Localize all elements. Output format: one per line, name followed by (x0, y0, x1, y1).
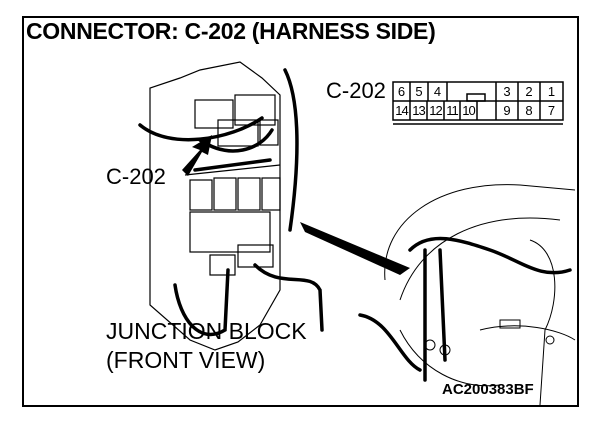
figure-frame (22, 16, 579, 407)
pin-6: 6 (397, 84, 406, 99)
pin-12: 12 (429, 103, 442, 118)
pin-7: 7 (547, 103, 556, 118)
pin-14: 14 (395, 103, 408, 118)
figure-title: CONNECTOR: C-202 (HARNESS SIDE) (26, 18, 436, 44)
pin-2: 2 (525, 84, 533, 99)
pin-9: 9 (503, 103, 511, 118)
pin-3: 3 (503, 84, 511, 99)
pin-5: 5 (415, 84, 423, 99)
pin-13: 13 (412, 103, 425, 118)
connector-face (392, 81, 564, 125)
pin-10: 10 (462, 103, 475, 118)
junction-block-drawing (149, 61, 281, 351)
dashboard-drawing (384, 184, 576, 406)
pin-11: 11 (446, 103, 459, 118)
pin-8: 8 (525, 103, 533, 118)
pointer-arrows (182, 135, 410, 275)
figure-code: AC200383BF (442, 381, 534, 398)
pin-4: 4 (433, 84, 442, 99)
connector-label: C-202 (326, 78, 386, 103)
pin-1: 1 (547, 84, 556, 99)
junction-pointer-label: C-202 (106, 164, 166, 189)
junction-caption-line2: (FRONT VIEW) (106, 347, 266, 373)
junction-caption-line1: JUNCTION BLOCK (106, 318, 307, 344)
